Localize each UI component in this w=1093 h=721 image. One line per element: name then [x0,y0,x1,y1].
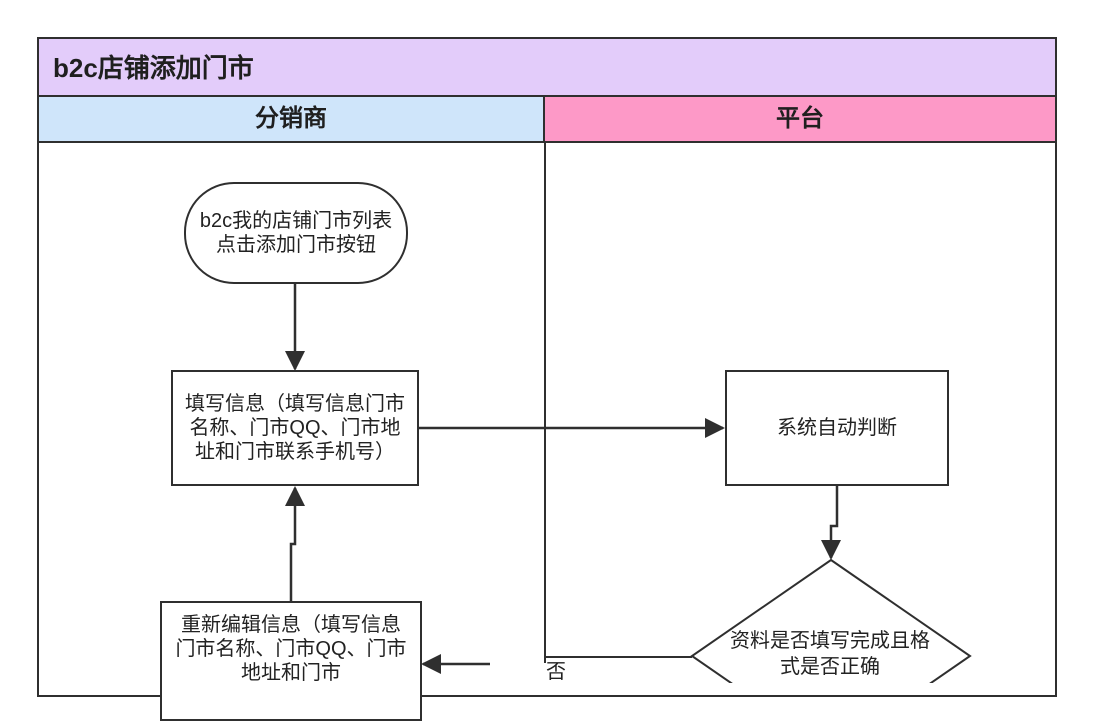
diagram-title: b2c店铺添加门市 [39,39,1055,97]
reedit-node: 重新编辑信息（填写信息门市名称、门市QQ、门市地址和门市 [160,601,422,721]
fill-info-node: 填写信息（填写信息门市名称、门市QQ、门市地址和门市联系手机号） [171,370,419,486]
lane-header-platform: 平台 [545,97,1055,143]
lane-divider [544,143,546,663]
edge-label-no: 否 [546,661,566,683]
start-node: b2c我的店铺门市列表点击添加门市按钮 [184,182,408,284]
lane-header-distributor: 分销商 [39,97,545,143]
decision-label: 资料是否填写完成且格式是否正确 [730,630,930,678]
system-check-node: 系统自动判断 [725,370,949,486]
